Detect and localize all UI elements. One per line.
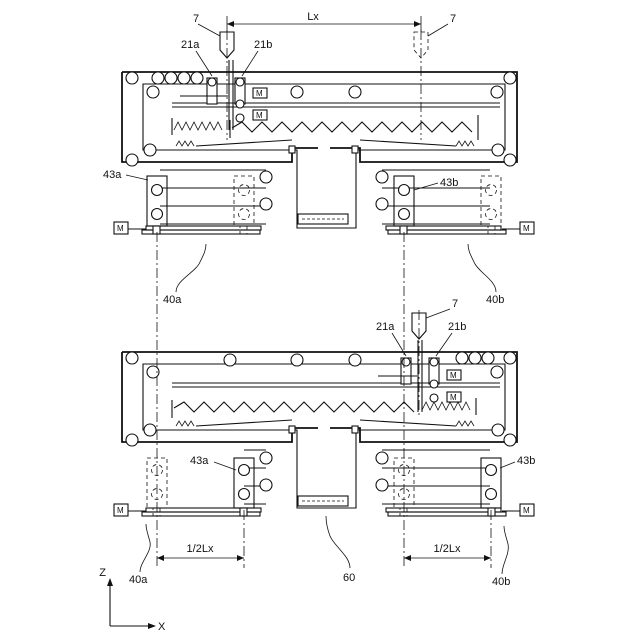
nozzle-left: 7: [193, 13, 234, 58]
upper-state-view: Lx 7 7: [103, 11, 534, 306]
half-lx-right: 1/2Lx: [404, 543, 491, 561]
ref-40b-upper: 40b: [486, 294, 504, 306]
half-lx-left: 1/2Lx: [157, 543, 244, 561]
leader-60: [326, 516, 350, 568]
tray-40b-upper: M 43b 40b: [376, 170, 534, 306]
motor-label-40a-lower: M: [117, 506, 124, 515]
lx-label: Lx: [307, 11, 319, 23]
motor-label-40a-upper: M: [117, 224, 124, 233]
half-lx-label-left: 1/2Lx: [187, 543, 214, 555]
ref-40b-lower: 40b: [492, 576, 510, 588]
ref-40a-lower: 40a: [129, 574, 148, 586]
motor-label-40b-upper: M: [523, 224, 530, 233]
ref-43b-lower: 43b: [517, 455, 535, 467]
axis-x-label: X: [158, 621, 166, 633]
ref-43a-upper: 43a: [103, 169, 122, 181]
upper-frame: [122, 72, 517, 228]
ref-43b-upper: 43b: [440, 177, 458, 189]
ref-43a-lower: 43a: [190, 455, 209, 467]
ref-60: 60: [343, 572, 355, 584]
centerlines: [157, 30, 491, 568]
tray-40a-lower: M 43a 40a: [114, 450, 272, 586]
nozzle-label-left: 7: [193, 13, 199, 25]
ref-21a-lower: 21a: [376, 321, 395, 333]
head-unit-lower: M M 21a 21b: [376, 321, 466, 412]
ref-40a-upper: 40a: [163, 294, 182, 306]
motor-label-l1: M: [450, 371, 457, 380]
tray-40b-lower: M 43b 40b: [376, 450, 535, 588]
lower-state-view: 7: [114, 298, 535, 588]
nozzle-label-right: 7: [450, 13, 456, 25]
half-lx-label-right: 1/2Lx: [434, 543, 461, 555]
motor-label-u2: M: [256, 111, 263, 120]
nozzle-right: 7: [414, 13, 456, 58]
ref-21b-lower: 21b: [448, 321, 466, 333]
ref-21b-upper: 21b: [254, 39, 272, 51]
lx-dimension: Lx: [227, 11, 421, 32]
nozzle-label-lower: 7: [452, 298, 458, 310]
motor-label-u1: M: [256, 89, 263, 98]
motor-label-40b-lower: M: [523, 506, 530, 515]
ref-21a-upper: 21a: [181, 39, 200, 51]
motor-label-l2: M: [450, 393, 457, 402]
axis-z-label: Z: [99, 567, 106, 579]
tray-40a-upper: M 43a 40a: [103, 169, 272, 306]
